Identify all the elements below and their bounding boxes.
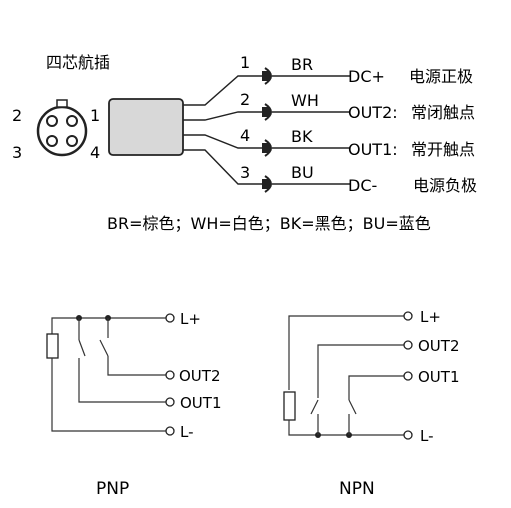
wire-pin-2: 2 xyxy=(240,90,250,109)
pin-hole xyxy=(46,115,58,127)
pnp-resistor xyxy=(46,333,59,359)
terminal-3 xyxy=(262,175,350,193)
wire-pin-4: 4 xyxy=(240,126,250,145)
pin-hole xyxy=(66,135,78,147)
npn-label-lplus: L+ xyxy=(420,308,441,326)
npn-label-lminus: L- xyxy=(420,427,434,445)
pin-label-2: 2 xyxy=(12,106,22,125)
npn-label-out2: OUT2 xyxy=(418,337,460,355)
wire-color-4: BK xyxy=(291,127,313,146)
pnp-label-out1: OUT1 xyxy=(180,394,222,412)
pnp-circuit xyxy=(46,313,175,436)
desc-1: 电源正极 xyxy=(409,67,473,86)
color-legend: BR=棕色；WH=白色；BK=黑色；BU=蓝色 xyxy=(107,214,431,233)
signal-4: OUT1: xyxy=(348,140,398,159)
pin-hole xyxy=(66,115,78,127)
npn-switch-out1 xyxy=(348,399,357,415)
connector-face xyxy=(36,99,88,157)
desc-3: 电源负极 xyxy=(413,176,477,195)
pnp-caption: PNP xyxy=(96,479,129,499)
npn-circuit xyxy=(283,311,413,440)
pnp-label-lminus: L- xyxy=(180,423,194,441)
signal-1: DC+ xyxy=(348,67,385,86)
pnp-switch-out1 xyxy=(78,339,86,357)
wire-color-2: WH xyxy=(291,91,319,110)
terminal-1 xyxy=(262,67,350,85)
pin-label-3: 3 xyxy=(12,143,22,162)
pnp-label-lplus: L+ xyxy=(180,310,201,328)
sensor-body xyxy=(108,98,184,156)
npn-label-out1: OUT1 xyxy=(418,368,460,386)
connector-title: 四芯航插 xyxy=(46,53,110,72)
pin-hole xyxy=(46,135,58,147)
pin-label-1: 1 xyxy=(90,106,100,125)
wire-color-3: BU xyxy=(291,163,314,182)
wire-pin-1: 1 xyxy=(240,53,250,72)
npn-caption: NPN xyxy=(339,479,375,499)
pnp-switch-out2 xyxy=(99,339,109,357)
signal-3: DC- xyxy=(348,176,377,195)
wire-color-1: BR xyxy=(291,55,313,74)
pnp-label-out2: OUT2 xyxy=(179,367,221,385)
npn-switch-out2 xyxy=(310,399,319,415)
terminal-2 xyxy=(262,103,350,121)
wire-pin-3: 3 xyxy=(240,163,250,182)
signal-2: OUT2: xyxy=(348,103,398,122)
desc-2: 常闭触点 xyxy=(411,103,475,122)
npn-resistor xyxy=(283,391,296,421)
desc-4: 常开触点 xyxy=(411,140,475,159)
cable-wires xyxy=(183,75,262,185)
terminal-4 xyxy=(262,139,350,157)
plug-terminals xyxy=(262,67,350,193)
pin-label-4: 4 xyxy=(90,143,100,162)
